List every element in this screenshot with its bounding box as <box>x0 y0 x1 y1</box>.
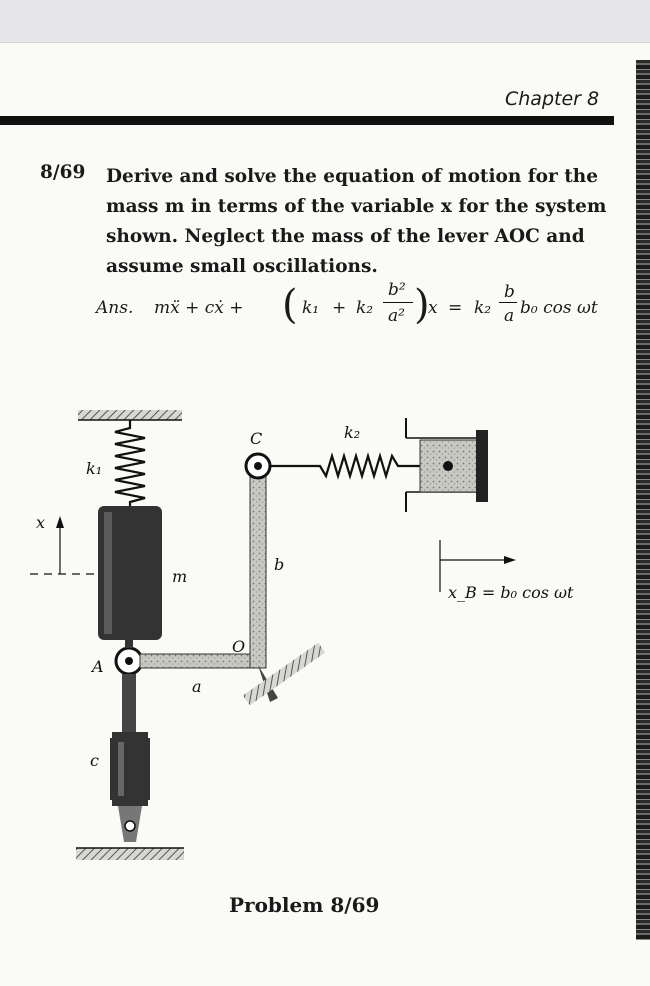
header-rule <box>0 116 614 125</box>
damper-cylinder <box>110 738 150 800</box>
left-paren: ( <box>282 282 298 328</box>
problem-line-2: mass m in terms of the variable x for th… <box>106 196 607 217</box>
answer-rhs-bar <box>499 302 517 303</box>
answer-frac-bar <box>383 302 413 303</box>
answer-equation: Ans. mẍ + cẋ + ( k₁ + k₂ b² a² ) x = k₂ … <box>96 280 616 340</box>
answer-x: x <box>428 298 438 318</box>
label-c-damper: c <box>90 751 99 770</box>
right-paren: ) <box>414 282 430 328</box>
label-m: m <box>172 567 187 586</box>
answer-equals: = <box>448 298 463 318</box>
label-x: x <box>36 513 45 532</box>
damper-highlight <box>118 742 124 796</box>
problem-line-3: shown. Neglect the mass of the lever AOC… <box>106 226 585 247</box>
label-xb: x_B = b₀ cos ωt <box>448 583 574 602</box>
mass-highlight <box>104 512 112 634</box>
top-bar <box>0 0 650 43</box>
page-edge-scan <box>636 60 650 940</box>
problem-statement: Derive and solve the equation of motion … <box>106 162 612 282</box>
damper-rod <box>122 674 136 736</box>
pivot-o-ground <box>242 642 326 706</box>
answer-prefix: Ans. <box>96 298 134 318</box>
label-k1: k₁ <box>86 459 102 478</box>
slider-b-wall <box>476 430 488 502</box>
label-k2: k₂ <box>344 423 360 442</box>
figure-caption: Problem 8/69 <box>229 893 380 917</box>
answer-plus: + <box>332 298 347 318</box>
spring-k1 <box>114 420 146 506</box>
spring-k2 <box>270 452 430 480</box>
answer-k2: k₂ <box>356 298 374 318</box>
damper-cap <box>112 732 148 738</box>
lever-horizontal-arm <box>139 653 267 669</box>
answer-rhs-tail: b₀ cos ωt <box>520 298 598 318</box>
label-a-length: a <box>192 677 202 696</box>
problem-line-1: Derive and solve the equation of motion … <box>106 166 598 187</box>
label-a-point: A <box>90 657 104 676</box>
damper-pin <box>124 820 136 832</box>
problem-number: 8/69 <box>40 162 86 183</box>
slider-b-pin <box>443 461 453 471</box>
answer-frac-den: a² <box>388 306 405 326</box>
label-c-point: C <box>250 429 262 448</box>
problem-line-4: assume small oscillations. <box>106 256 378 277</box>
label-b: b <box>274 555 284 574</box>
xb-arrow-head <box>504 556 516 564</box>
mass-block <box>98 506 162 640</box>
answer-k1: k₁ <box>302 298 320 318</box>
answer-rhs-k2: k₂ <box>474 298 492 318</box>
pivot-c-center <box>254 462 262 470</box>
chapter-header: Chapter 8 <box>505 88 600 110</box>
x-arrow-head <box>56 516 64 528</box>
bottom-ground <box>76 848 184 860</box>
answer-rhs-den: a <box>504 306 515 326</box>
pivot-a-center <box>125 657 133 665</box>
lever-vertical-arm <box>249 469 267 669</box>
label-o: O <box>232 637 245 656</box>
answer-rhs-num: b <box>504 282 515 302</box>
answer-frac-num: b² <box>388 280 406 300</box>
damper-base-cap <box>112 800 148 806</box>
top-ground <box>78 410 182 420</box>
answer-lhs: mẍ + cẋ + <box>154 298 244 318</box>
